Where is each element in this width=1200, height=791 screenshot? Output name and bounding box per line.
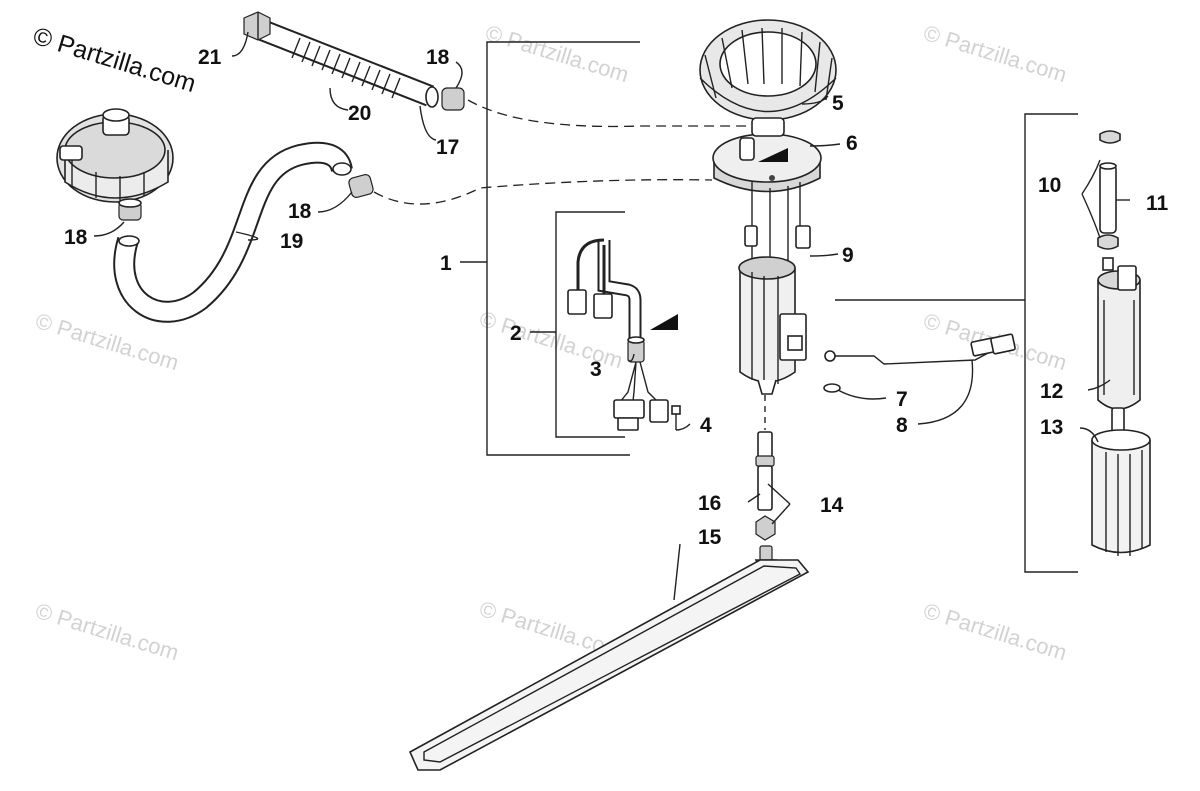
callout-18-middle: 18 xyxy=(288,200,312,223)
nut-21 xyxy=(243,11,271,41)
dash-line-hose-20 xyxy=(467,99,752,128)
clamp-10-bottom xyxy=(1097,234,1119,250)
fuel-filter xyxy=(56,108,174,203)
hose-20 xyxy=(257,19,439,108)
lock-ring-5 xyxy=(699,19,837,121)
pump-module-9 xyxy=(738,182,811,395)
callout-15: 15 xyxy=(698,526,722,549)
callout-3: 3 xyxy=(590,358,602,381)
callout-11: 11 xyxy=(1146,192,1169,215)
pump-sleeve-13 xyxy=(1091,429,1151,556)
harness-connectors xyxy=(613,361,669,431)
screw-4 xyxy=(671,405,681,430)
callout-19: 19 xyxy=(280,230,303,253)
fuel-pump-12 xyxy=(1097,257,1141,433)
clamp-18-top xyxy=(441,87,465,111)
dash-line-hose-19 xyxy=(373,179,713,205)
clamp-18-middle xyxy=(348,174,374,198)
callout-6: 6 xyxy=(846,132,858,155)
clip-7 xyxy=(823,383,841,393)
bracket-pump-group xyxy=(1024,113,1078,573)
pump-flange-6 xyxy=(712,117,822,193)
callout-8: 8 xyxy=(896,414,908,437)
callout-21: 21 xyxy=(198,46,222,69)
callout-13: 13 xyxy=(1040,416,1063,439)
callout-4: 4 xyxy=(700,414,712,437)
strainer-15 xyxy=(408,559,810,771)
callout-16: 16 xyxy=(698,492,721,515)
bracket-wiring-2 xyxy=(555,211,625,438)
callout-7: 7 xyxy=(896,388,908,411)
callout-20: 20 xyxy=(348,102,371,125)
callout-1: 1 xyxy=(440,252,452,275)
leader-lines xyxy=(93,31,1130,601)
tube-16 xyxy=(755,431,775,511)
callout-17: 17 xyxy=(436,136,459,159)
callout-18-top: 18 xyxy=(426,46,450,69)
callout-9: 9 xyxy=(842,244,854,267)
bracket-assembly-1 xyxy=(486,41,640,456)
wiring-harness-2 xyxy=(567,238,678,340)
callout-2: 2 xyxy=(510,322,522,345)
callout-14: 14 xyxy=(820,494,844,517)
sender-wire-8 xyxy=(824,333,1016,365)
clamp-10-top xyxy=(1099,130,1121,144)
callout-18-left: 18 xyxy=(64,226,88,249)
hose-11 xyxy=(1099,162,1117,234)
grommet-3 xyxy=(627,336,645,363)
clamp-18-left xyxy=(118,198,142,221)
callout-12: 12 xyxy=(1040,380,1063,403)
callout-10: 10 xyxy=(1038,174,1061,197)
callout-5: 5 xyxy=(832,92,844,115)
